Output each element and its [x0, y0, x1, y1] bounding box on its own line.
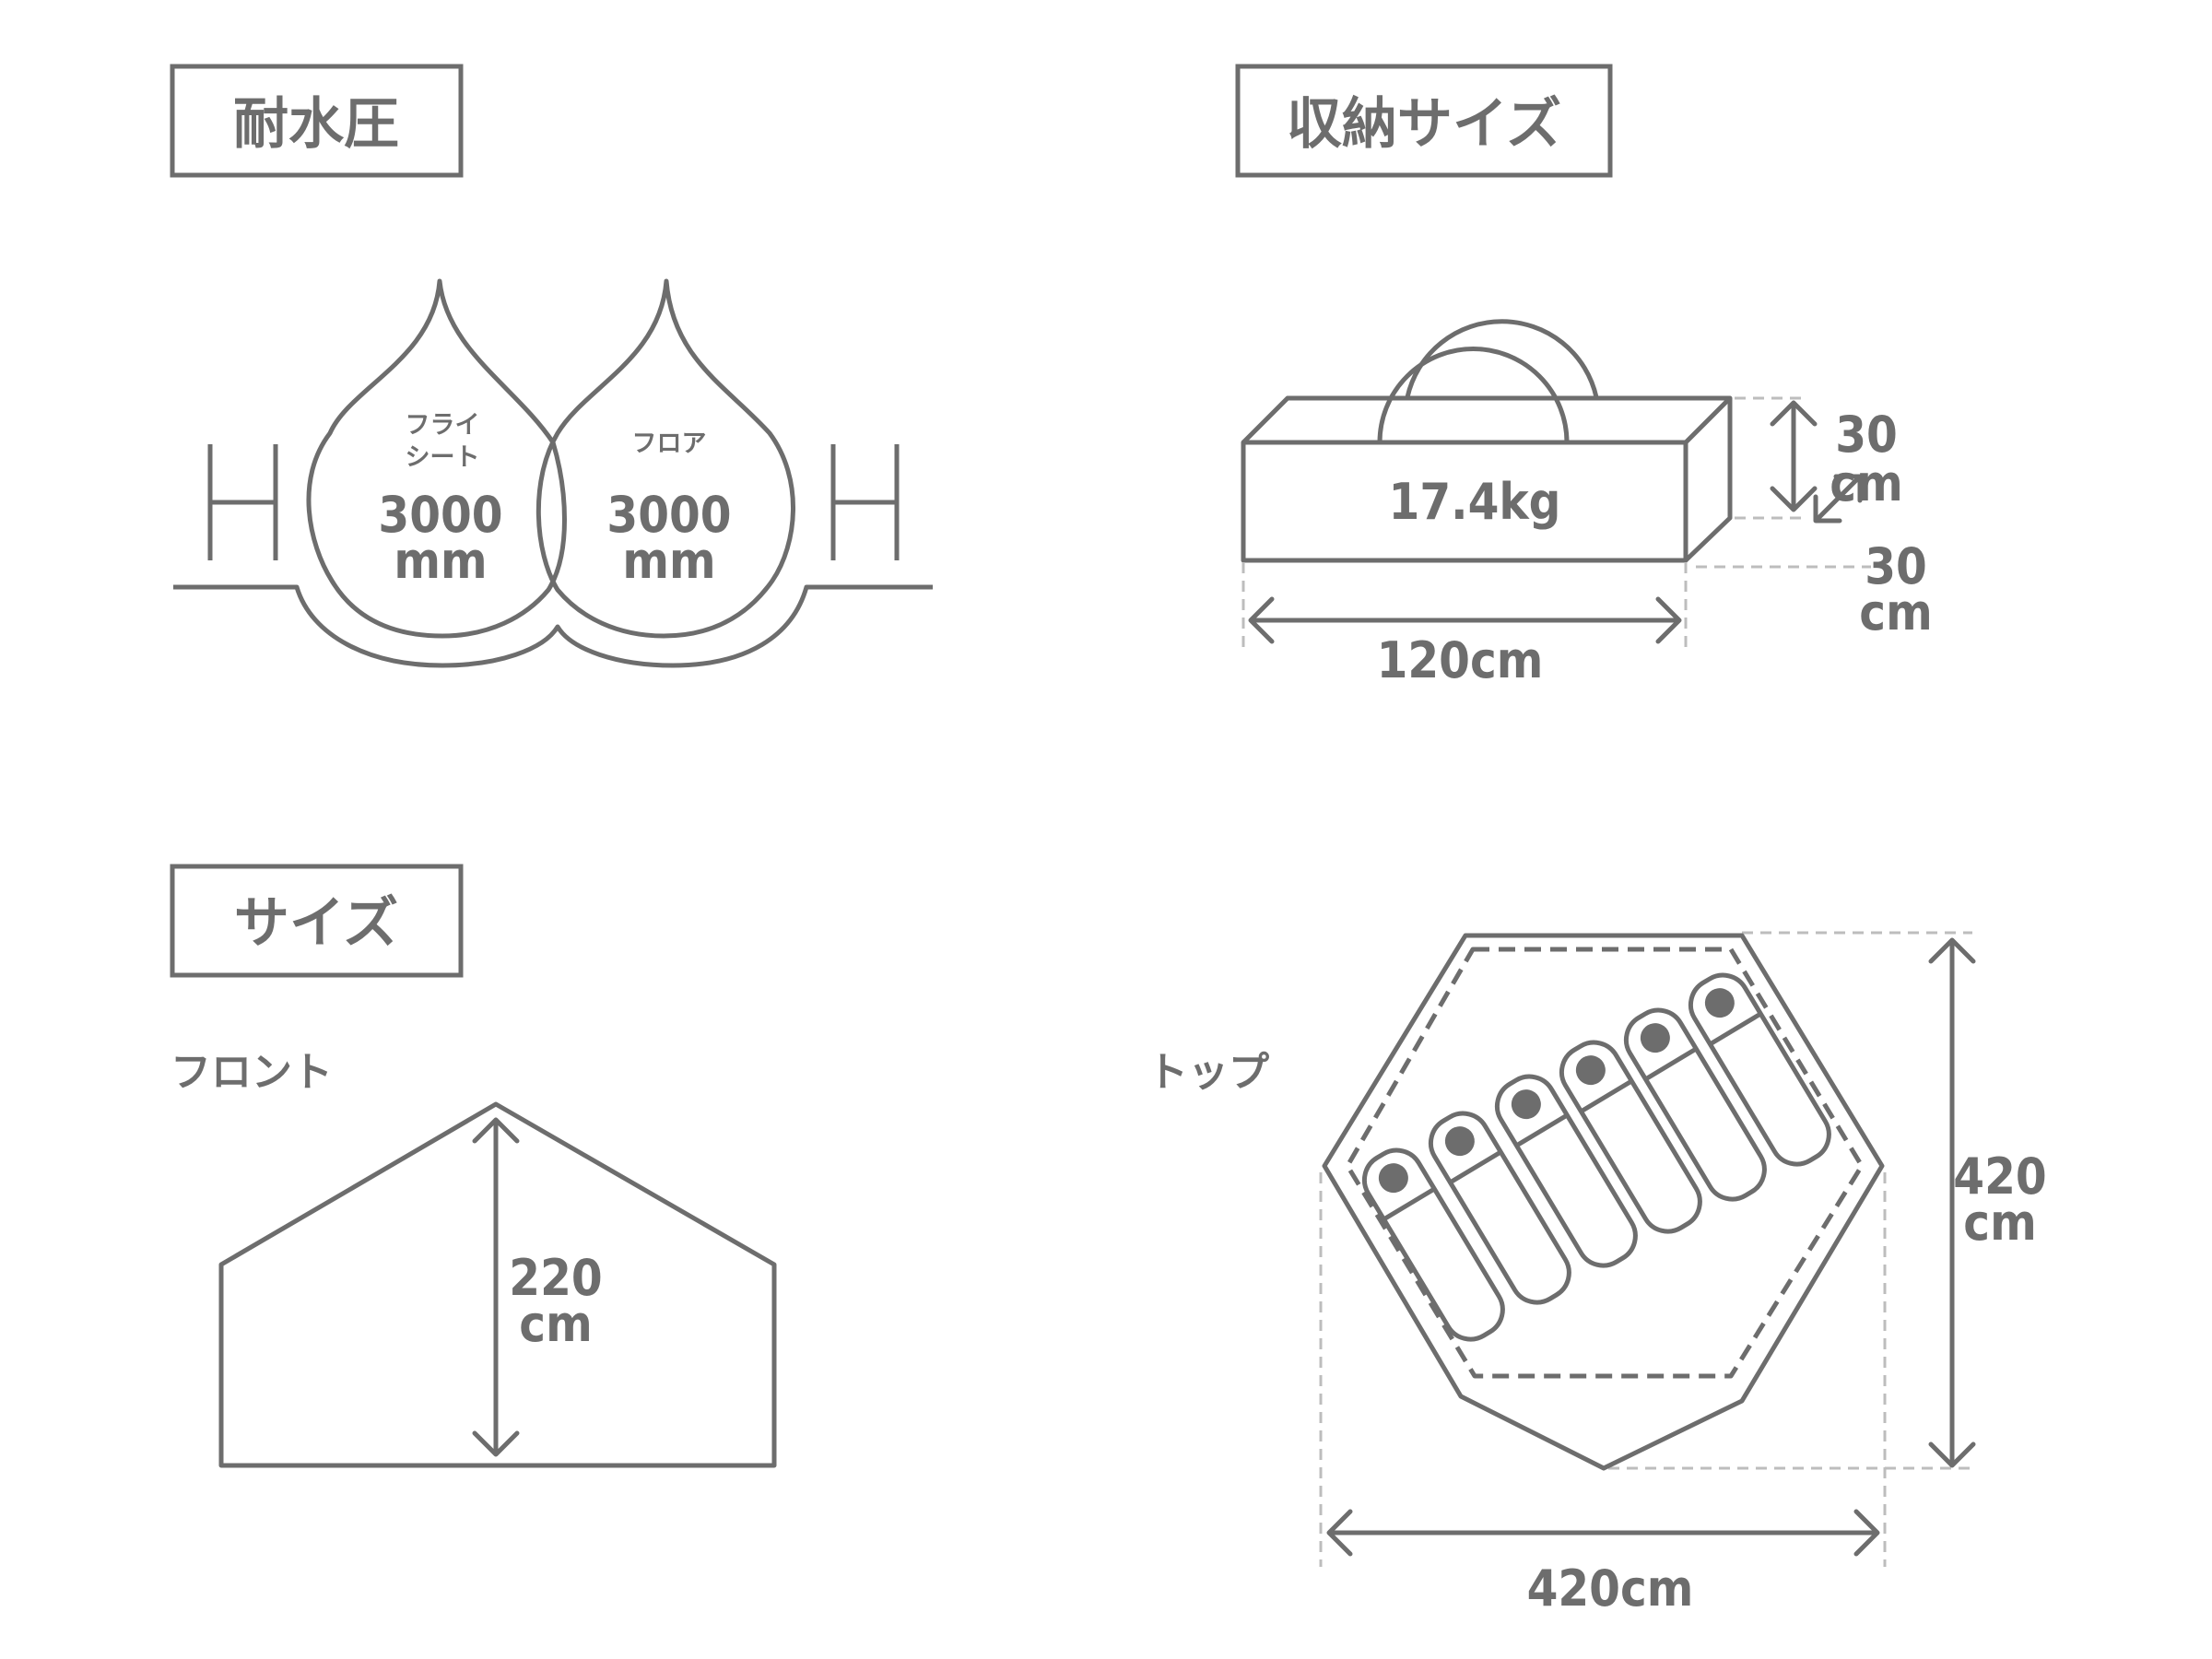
fly-sheet-drop-icon	[306, 278, 567, 639]
storage-size-section: 収納サイズ 17.4kg 120cm 30	[1235, 64, 1933, 689]
storage-weight: 17.4kg	[1389, 473, 1561, 531]
water-pressure-section: 耐水圧 フライ シート 3000 mm フロア 3000 mm	[170, 64, 933, 668]
top-depth-arrow-icon	[1928, 937, 1976, 1468]
sleeping-bag	[1428, 1111, 1571, 1305]
storage-height-arrow-icon	[1770, 400, 1818, 512]
water-drop-diagram	[173, 278, 933, 668]
sleeping-bag	[1559, 1040, 1702, 1234]
water-pressure-title: 耐水圧	[233, 92, 399, 157]
sleeping-bag	[1688, 972, 1831, 1167]
top-width-arrow-icon	[1326, 1509, 1880, 1557]
top-view-arrows	[1326, 937, 1976, 1557]
storage-height-value: 30	[1835, 406, 1898, 464]
storage-height-unit: cm	[1830, 454, 1902, 512]
front-view-label: フロント	[171, 1049, 333, 1096]
size-section: サイズ フロント 220 cm トップ	[170, 864, 2047, 1618]
floor-label: フロア	[632, 429, 707, 458]
sleeping-bags	[1361, 972, 1831, 1342]
floor-unit: mm	[622, 532, 715, 590]
storage-dimension-arrows	[1248, 400, 1863, 644]
fly-sheet-label-line1: フライ	[406, 411, 480, 440]
h-mark-right-icon	[830, 444, 900, 560]
ground-line	[173, 584, 933, 668]
storage-depth-arrow-icon	[1813, 474, 1863, 524]
bag-top-face	[1241, 395, 1733, 444]
fly-sheet-value: 3000	[378, 486, 502, 544]
bag-side-face	[1684, 398, 1733, 562]
sleeping-bag	[1494, 1074, 1638, 1268]
size-title-box: サイズ	[170, 864, 464, 978]
storage-length: 120cm	[1377, 631, 1544, 689]
storage-dashed-guides	[1241, 396, 1871, 650]
sleeping-bag	[1361, 1147, 1505, 1342]
storage-size-title: 収納サイズ	[1287, 92, 1561, 157]
tent-front-outline	[218, 1101, 777, 1468]
storage-depth-value: 30	[1865, 537, 1927, 595]
front-view-diagram	[218, 1101, 777, 1468]
front-height-value: 220	[509, 1249, 602, 1307]
storage-bag-diagram	[1241, 319, 1733, 563]
size-title: サイズ	[234, 891, 398, 956]
storage-length-arrow-icon	[1248, 596, 1682, 644]
water-pressure-title-box: 耐水圧	[170, 64, 464, 178]
tent-top-outline	[1322, 933, 1885, 1471]
top-view-diagram	[1322, 933, 1885, 1471]
front-height-unit: cm	[519, 1295, 592, 1353]
top-view-dashed-guides	[1319, 931, 1972, 1567]
bag-front-face	[1241, 440, 1688, 563]
top-view-label: トップ	[1147, 1049, 1269, 1096]
fly-sheet-label-line2: シート	[406, 443, 480, 472]
storage-depth-unit: cm	[1859, 583, 1932, 641]
fly-sheet-unit: mm	[394, 532, 487, 590]
top-depth-value: 420	[1953, 1147, 2046, 1206]
front-height-arrow-icon	[472, 1117, 520, 1457]
tent-inner-floor-outline	[1345, 947, 1865, 1379]
top-width: 420cm	[1527, 1559, 1694, 1618]
bag-handle-outer	[1405, 319, 1599, 398]
floor-drop-icon	[535, 278, 795, 639]
floor-value: 3000	[606, 486, 731, 544]
top-depth-unit: cm	[1963, 1194, 2036, 1252]
sleeping-bag	[1623, 1007, 1767, 1202]
h-mark-left-icon	[207, 444, 278, 560]
storage-size-title-box: 収納サイズ	[1235, 64, 1613, 178]
